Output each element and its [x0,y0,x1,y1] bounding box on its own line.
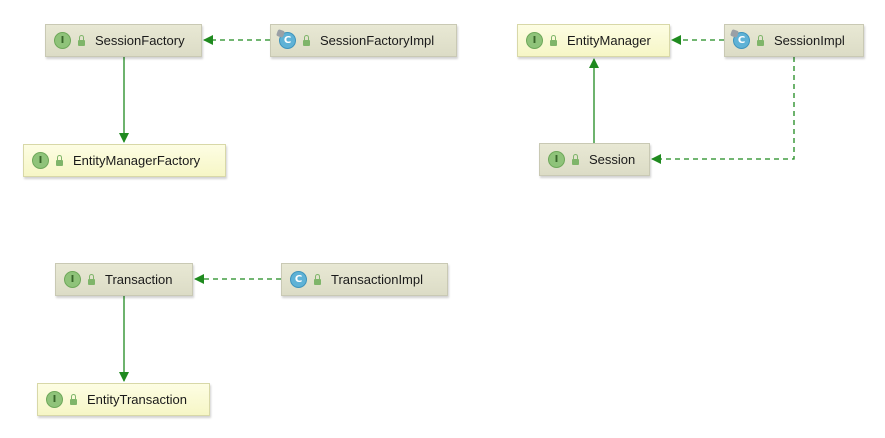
interface-icon: I [526,32,543,49]
node-transaction[interactable]: I Transaction [55,263,193,296]
class-icon: C [290,271,307,288]
node-label: SessionImpl [774,33,845,48]
node-label: TransactionImpl [331,272,423,287]
node-entitytransaction[interactable]: I EntityTransaction [37,383,210,416]
public-lock-icon [314,273,321,285]
node-label: EntityManager [567,33,651,48]
node-session[interactable]: I Session [539,143,650,176]
node-sessionfactory[interactable]: I SessionFactory [45,24,202,57]
public-lock-icon [572,153,579,165]
public-lock-icon [550,34,557,46]
node-label: Transaction [105,272,173,287]
interface-icon: I [64,271,81,288]
interface-icon: I [548,151,565,168]
node-sessionfactoryimpl[interactable]: C SessionFactoryImpl [270,24,457,57]
node-entitymanagerfactory[interactable]: I EntityManagerFactory [23,144,226,177]
public-lock-icon [303,34,310,46]
class-icon: C [730,29,750,49]
node-label: EntityManagerFactory [73,153,201,168]
node-entitymanager[interactable]: I EntityManager [517,24,670,57]
public-lock-icon [56,154,63,166]
node-label: EntityTransaction [87,392,187,407]
node-label: SessionFactoryImpl [320,33,435,48]
node-label: SessionFactory [95,33,185,48]
public-lock-icon [757,34,764,46]
interface-icon: I [32,152,49,169]
node-sessionimpl[interactable]: C SessionImpl [724,24,864,57]
node-transactionimpl[interactable]: C TransactionImpl [281,263,448,296]
interface-icon: I [54,32,71,49]
node-label: Session [589,152,636,167]
public-lock-icon [78,34,85,46]
public-lock-icon [70,393,77,405]
class-icon: C [276,29,296,49]
edge-sessionimpl-implements-session [651,57,795,164]
interface-icon: I [46,391,63,408]
public-lock-icon [88,273,95,285]
